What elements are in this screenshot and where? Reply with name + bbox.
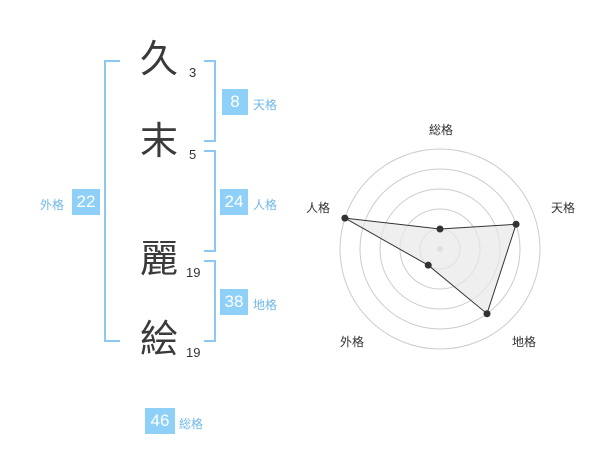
gaikaku-badge: 22 xyxy=(72,189,100,215)
radar-label-chikaku: 地格 xyxy=(512,334,536,349)
stroke-count-4: 19 xyxy=(186,345,201,360)
radar-point-tenkaku xyxy=(512,220,520,228)
gaikaku-label: 外格 xyxy=(40,198,65,212)
name-char-1: 久 xyxy=(140,37,179,81)
radar-grid-ring xyxy=(359,168,521,330)
radar-point-gaikaku xyxy=(424,261,432,269)
jinkaku-label: 人格 xyxy=(253,198,278,212)
soukaku-badge: 46 xyxy=(145,408,175,434)
name-char-3: 麗 xyxy=(140,237,179,281)
radar-points xyxy=(341,214,520,318)
name-char-2: 末 xyxy=(140,119,179,163)
jinkaku-bracket xyxy=(204,150,216,252)
jinkaku-badge: 24 xyxy=(220,189,248,215)
radar-label-gaikaku: 外格 xyxy=(340,334,364,349)
stroke-count-1: 3 xyxy=(189,65,197,80)
chikaku-label: 地格 xyxy=(253,298,278,312)
stroke-count-2: 5 xyxy=(189,147,197,162)
radar-label-jinkaku: 人格 xyxy=(306,200,330,215)
soukaku-label: 総格 xyxy=(179,417,204,431)
name-char-4: 絵 xyxy=(140,317,179,361)
radar-label-tenkaku: 天格 xyxy=(551,200,575,215)
tenkaku-label: 天格 xyxy=(253,98,278,112)
radar-point-chikaku xyxy=(483,310,491,318)
gaikaku-bracket xyxy=(104,60,120,342)
radar-grid-ring xyxy=(339,148,541,350)
radar-label-soukaku: 総格 xyxy=(429,122,453,137)
chikaku-bracket xyxy=(204,260,216,342)
stroke-count-3: 19 xyxy=(186,265,201,280)
tenkaku-badge: 8 xyxy=(222,89,248,115)
tenkaku-bracket xyxy=(204,60,216,142)
radar-point-jinkaku xyxy=(341,214,349,222)
chikaku-badge: 38 xyxy=(220,289,248,315)
radar-point-soukaku xyxy=(436,225,444,233)
